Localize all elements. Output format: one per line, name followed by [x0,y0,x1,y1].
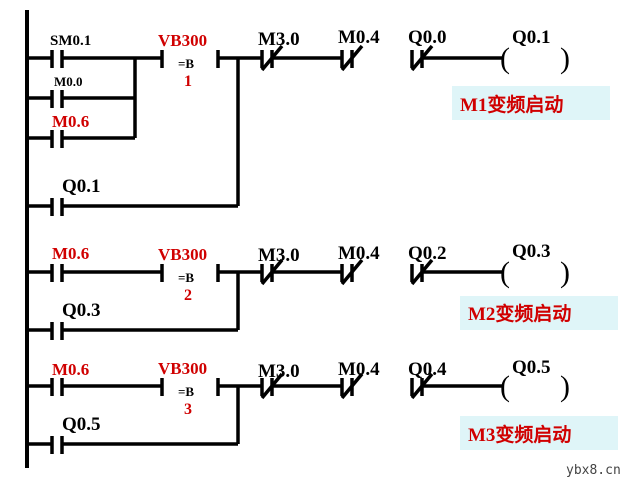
hold-contact-label: Q0.5 [62,414,101,435]
note-box [460,416,618,450]
rung-1: ( ) SM0.1 M0.0 M0.6 VB300 =B 1 M3.0 M0.4… [27,27,610,216]
contact-m04-label: M0.4 [338,243,380,264]
compare-value: 1 [184,73,192,90]
note-text: M2变频启动 [468,302,571,325]
contact-m04-label: M0.4 [338,359,380,380]
compare-operator: =B [178,56,194,71]
compare-address: VB300 [158,31,207,50]
contact-sm01-label: SM0.1 [50,33,91,49]
contact-m06-label: M0.6 [52,360,89,379]
contact-m06-label: M0.6 [52,244,89,263]
contact-m30-label: M3.0 [258,361,300,382]
svg-text:): ) [560,370,570,403]
contact-m30-label: M3.0 [258,29,300,50]
contact-m04-label: M0.4 [338,27,380,48]
contact-m00-label: M0.0 [54,74,83,89]
svg-text:): ) [560,42,570,75]
coil-label: Q0.3 [512,241,551,262]
rung-2: ( ) M0.6 VB300 =B 2 M3.0 M0.4 Q0.2 Q0.3 … [27,241,618,340]
coil-label: Q0.5 [512,357,551,378]
rung-3: ( ) M0.6 VB300 =B 3 M3.0 M0.4 Q0.4 Q0.5 … [27,357,618,454]
note-text: M3变频启动 [468,423,571,446]
note-box [460,296,618,330]
svg-text:(: ( [500,256,510,289]
contact-q04-label: Q0.4 [408,359,447,380]
contact-m30-label: M3.0 [258,245,300,266]
svg-text:): ) [560,256,570,289]
contact-q02-label: Q0.2 [408,243,447,264]
note-box [452,86,610,120]
compare-value: 3 [184,401,192,418]
note-text: M1变频启动 [460,93,563,116]
contact-q00-label: Q0.0 [408,27,447,48]
coil-label: Q0.1 [512,27,551,48]
hold-contact-label: Q0.3 [62,300,101,321]
compare-address: VB300 [158,245,207,264]
contact-m06-label: M0.6 [52,112,89,131]
hold-contact-label: Q0.1 [62,176,101,197]
compare-address: VB300 [158,359,207,378]
svg-text:(: ( [500,42,510,75]
compare-operator: =B [178,270,194,285]
compare-value: 2 [184,287,192,304]
compare-operator: =B [178,384,194,399]
svg-text:(: ( [500,370,510,403]
watermark: ybx8.cn [566,463,621,478]
